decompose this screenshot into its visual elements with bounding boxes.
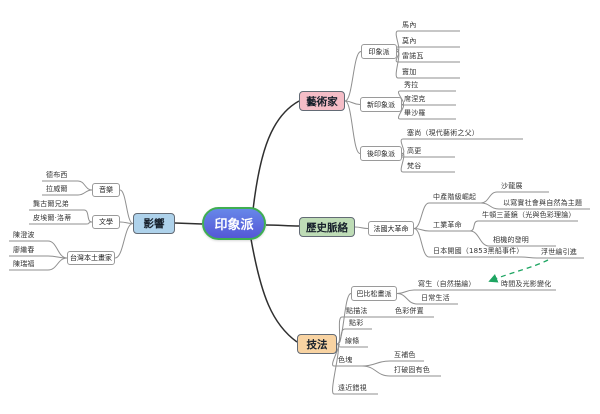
main-branch-line <box>174 222 203 225</box>
node-japan[interactable]: 日本開國（1853黑船事件） <box>433 247 524 255</box>
node-artists[interactable]: 藝術家 <box>299 91 345 111</box>
node-a_imp[interactable]: 印象派 <box>361 44 397 59</box>
branch-line <box>396 293 458 305</box>
node-lightchange[interactable]: 時間及光影變化 <box>501 280 552 288</box>
node-ukiyoe[interactable]: 浮世繪引進 <box>541 248 577 256</box>
branch-line <box>413 202 481 229</box>
branch-line <box>29 221 93 225</box>
node-lines[interactable]: 線條 <box>345 337 360 345</box>
node-signac[interactable]: 席涅克 <box>404 95 426 103</box>
node-chenjf[interactable]: 陳瑞福 <box>13 260 35 268</box>
node-ravel[interactable]: 拉威爾 <box>46 185 68 193</box>
branch-line <box>480 191 549 204</box>
branch-line <box>413 228 470 232</box>
branch-line <box>119 189 134 224</box>
main-branch-line <box>250 238 298 343</box>
branch-line <box>344 100 361 105</box>
node-complementary[interactable]: 互補色 <box>394 351 416 359</box>
main-branch-line <box>265 224 300 227</box>
node-breakcolor[interactable]: 打破固有色 <box>394 366 430 374</box>
node-perspective[interactable]: 遠近錯視 <box>338 384 367 392</box>
branch-line <box>9 240 68 259</box>
node-dots[interactable]: 點彩 <box>349 319 364 327</box>
node-camera[interactable]: 相機的發明 <box>493 236 529 244</box>
branch-line <box>398 104 456 120</box>
node-prism[interactable]: 牛頓三菱鏡（光與色彩理論） <box>482 211 576 219</box>
branch-line <box>332 343 378 395</box>
node-a_post[interactable]: 後印象派 <box>360 146 402 161</box>
node-salon[interactable]: 沙龍展 <box>501 182 523 190</box>
node-monet[interactable]: 莫內 <box>402 37 417 45</box>
node-taiwan[interactable]: 台灣本土畫家 <box>67 251 115 265</box>
sub-branch-lines <box>9 30 590 395</box>
node-a_neo[interactable]: 新印象派 <box>360 97 402 112</box>
node-vangogh[interactable]: 梵谷 <box>407 162 422 170</box>
node-juxtapose[interactable]: 色彩併置 <box>395 307 424 315</box>
node-realism[interactable]: 以寫實社會與自然為主題 <box>503 199 583 207</box>
branch-line <box>469 220 578 232</box>
node-liao[interactable]: 廖繼春 <box>13 246 35 254</box>
main-branch-line <box>252 100 300 211</box>
branch-line <box>114 223 134 259</box>
branch-line <box>480 202 590 210</box>
node-daily[interactable]: 日常生活 <box>421 294 450 302</box>
branch-line <box>42 189 93 196</box>
branch-line <box>344 100 361 154</box>
branch-line <box>42 180 93 191</box>
branch-line <box>395 51 460 79</box>
node-pointillism[interactable]: 點描法 <box>346 307 368 315</box>
branch-line <box>344 51 362 102</box>
branch-line <box>361 360 424 367</box>
branch-line <box>520 256 584 259</box>
node-root[interactable]: 印象派 <box>202 207 266 240</box>
branch-line <box>400 138 523 154</box>
branch-line <box>361 365 441 377</box>
node-debussy[interactable]: 德布西 <box>46 171 68 179</box>
node-manet[interactable]: 馬內 <box>402 21 417 29</box>
branch-line <box>469 230 556 247</box>
node-chen[interactable]: 陳澄波 <box>13 231 35 239</box>
node-goncourt[interactable]: 龔古爾兄弟 <box>33 200 69 208</box>
node-influence[interactable]: 影響 <box>133 213 175 234</box>
node-music[interactable]: 音樂 <box>92 183 120 197</box>
node-middle[interactable]: 中產階級崛起 <box>433 193 477 201</box>
branch-line <box>9 257 68 271</box>
node-cezanne[interactable]: 塞尚（現代藝術之父） <box>407 129 479 137</box>
node-renoir[interactable]: 雷諾瓦 <box>402 52 424 60</box>
node-techniques[interactable]: 技法 <box>297 334 337 354</box>
branch-line <box>29 209 93 223</box>
node-literature[interactable]: 文學 <box>92 215 120 229</box>
node-industry[interactable]: 工業革命 <box>433 221 462 229</box>
node-history[interactable]: 歷史脈絡 <box>299 217 355 237</box>
branch-line <box>400 153 455 173</box>
main-branch-lines <box>174 100 300 343</box>
branch-line <box>413 228 521 258</box>
node-gauguin[interactable]: 高更 <box>407 147 422 155</box>
node-seurat[interactable]: 秀拉 <box>404 81 419 89</box>
node-loti[interactable]: 皮埃爾·洛蒂 <box>33 214 72 222</box>
node-sketch[interactable]: 寫生（自然描繪） <box>418 280 476 288</box>
node-colorblock[interactable]: 色塊 <box>338 356 353 364</box>
branch-line <box>9 255 68 259</box>
node-degas[interactable]: 竇加 <box>402 68 417 76</box>
node-barbizon[interactable]: 巴比松畫派 <box>351 286 397 301</box>
branch-line <box>354 226 369 229</box>
branch-line <box>336 328 372 345</box>
ukiyoe-influence-arrow <box>488 259 549 283</box>
node-fr_rev[interactable]: 法國大革命 <box>368 221 414 236</box>
branch-line <box>395 30 460 52</box>
node-pissarro[interactable]: 畢沙羅 <box>404 109 426 117</box>
